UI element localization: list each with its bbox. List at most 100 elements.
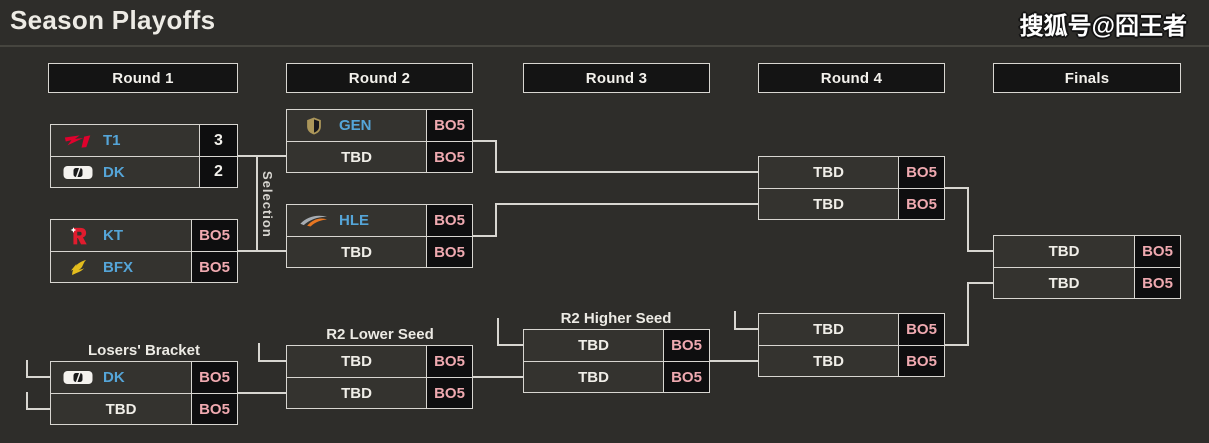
- hle-logo-icon: [299, 211, 329, 231]
- connector-line: [26, 408, 50, 410]
- match-round4-upper: TBD BO5 TBD BO5: [758, 156, 945, 220]
- match-row[interactable]: BFX BO5: [51, 251, 237, 282]
- team-cell: TBD: [287, 378, 426, 408]
- team-cell: TBD: [524, 362, 663, 392]
- connector-line: [256, 155, 258, 252]
- team-cell: DK: [51, 362, 191, 393]
- match-row[interactable]: TBD BO5: [524, 361, 709, 392]
- team-cell: TBD: [524, 330, 663, 361]
- team-name: BFX: [103, 258, 133, 276]
- watermark-text: 搜狐号@囧王者: [1019, 13, 1187, 40]
- match-row[interactable]: DK 2: [51, 156, 237, 187]
- connector-line: [967, 282, 969, 346]
- team-name: TBD: [341, 243, 372, 261]
- match-row[interactable]: DK BO5: [51, 362, 237, 393]
- match-losers-round3: TBD BO5 TBD BO5: [523, 329, 710, 393]
- connector-line: [238, 155, 286, 157]
- match-round2-upper: GEN BO5 TBD BO5: [286, 109, 473, 173]
- team-cell: HLE: [287, 205, 426, 236]
- connector-line: [734, 328, 758, 330]
- t1-logo-icon: [63, 131, 93, 151]
- team-name: TBD: [341, 353, 372, 370]
- connector-line: [495, 140, 497, 173]
- connector-line: [495, 203, 497, 237]
- match-row[interactable]: TBD BO5: [287, 141, 472, 172]
- score-cell: BO5: [426, 142, 472, 172]
- score-cell: BO5: [898, 189, 944, 219]
- score-cell: BO5: [898, 314, 944, 345]
- match-row[interactable]: TBD BO5: [759, 188, 944, 219]
- score-cell: BO5: [1134, 268, 1180, 298]
- connector-line: [967, 187, 969, 252]
- connector-line: [473, 376, 523, 378]
- team-name: T1: [103, 132, 121, 149]
- connector-line: [945, 187, 969, 189]
- title-divider: [0, 45, 1209, 47]
- team-cell: KT: [51, 220, 191, 251]
- connector-line: [967, 282, 993, 284]
- team-name: TBD: [1048, 274, 1080, 292]
- score-cell: 2: [199, 157, 237, 187]
- score-cell: BO5: [426, 378, 472, 408]
- match-round1-upper: T1 3 DK 2: [50, 124, 238, 188]
- connector-line: [473, 235, 497, 237]
- team-cell: BFX: [51, 252, 191, 282]
- match-row[interactable]: HLE BO5: [287, 205, 472, 236]
- connector-line: [238, 392, 286, 394]
- score-cell: 3: [199, 125, 237, 156]
- connector-line: [26, 392, 28, 410]
- kt-logo-icon: [63, 226, 93, 246]
- match-row[interactable]: TBD BO5: [759, 345, 944, 376]
- match-row[interactable]: TBD BO5: [287, 377, 472, 408]
- page-title: Season Playoffs: [10, 5, 216, 35]
- score-cell: BO5: [426, 205, 472, 236]
- team-name: TBD: [341, 384, 372, 402]
- match-row[interactable]: TBD BO5: [994, 267, 1180, 298]
- match-row[interactable]: GEN BO5: [287, 110, 472, 141]
- team-cell: TBD: [287, 237, 426, 267]
- score-cell: BO5: [426, 110, 472, 141]
- team-name: TBD: [813, 321, 844, 338]
- match-row[interactable]: TBD BO5: [51, 393, 237, 424]
- team-cell: TBD: [759, 346, 898, 376]
- team-name: TBD: [578, 368, 609, 386]
- score-cell: BO5: [191, 252, 237, 282]
- score-cell: BO5: [663, 330, 709, 361]
- match-row[interactable]: TBD BO5: [759, 157, 944, 188]
- score-cell: BO5: [191, 220, 237, 251]
- match-row[interactable]: TBD BO5: [287, 236, 472, 267]
- score-cell: BO5: [191, 362, 237, 393]
- score-cell: BO5: [426, 237, 472, 267]
- team-name: TBD: [105, 400, 137, 418]
- team-cell: TBD: [287, 142, 426, 172]
- r2-higher-seed-label: R2 Higher Seed: [560, 310, 672, 327]
- selection-label: Selection: [260, 170, 275, 238]
- connector-line: [473, 140, 497, 142]
- gen-logo-icon: [299, 116, 329, 136]
- connector-line: [967, 250, 993, 252]
- match-row[interactable]: TBD BO5: [994, 236, 1180, 267]
- match-row[interactable]: TBD BO5: [524, 330, 709, 361]
- dk-logo-icon: [63, 162, 93, 182]
- connector-line: [238, 250, 286, 252]
- score-cell: BO5: [1134, 236, 1180, 267]
- team-name: TBD: [341, 148, 372, 166]
- match-row[interactable]: T1 3: [51, 125, 237, 156]
- connector-line: [258, 343, 260, 362]
- match-round2-lower: HLE BO5 TBD BO5: [286, 204, 473, 268]
- match-row[interactable]: TBD BO5: [287, 346, 472, 377]
- score-cell: BO5: [898, 346, 944, 376]
- team-name: GEN: [339, 117, 372, 134]
- losers-bracket-label: Losers' Bracket: [88, 342, 200, 359]
- match-finals: TBD BO5 TBD BO5: [993, 235, 1181, 299]
- score-cell: BO5: [426, 346, 472, 377]
- match-row[interactable]: KT BO5: [51, 220, 237, 251]
- connector-line: [26, 360, 28, 378]
- round-header-round2: Round 2: [286, 63, 473, 93]
- connector-line: [26, 376, 50, 378]
- match-row[interactable]: TBD BO5: [759, 314, 944, 345]
- dk-logo-icon: [63, 368, 93, 388]
- team-cell: TBD: [994, 236, 1134, 267]
- team-name: DK: [103, 163, 125, 181]
- team-name: TBD: [1048, 243, 1080, 260]
